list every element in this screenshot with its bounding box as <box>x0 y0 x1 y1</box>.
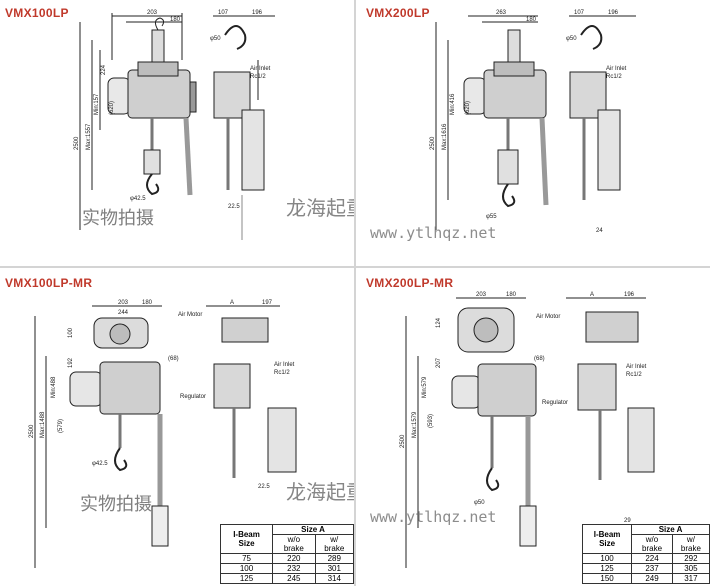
watermark-photo-label: 实物拍摄 <box>82 208 154 229</box>
dim-text: 22.5 <box>258 484 270 490</box>
dim-text: 180 <box>170 17 181 23</box>
dim-text: (68) <box>168 356 179 362</box>
watermark-shop-name: 龙海起重工具高端品牌商城 <box>286 196 354 220</box>
horizontal-divider <box>0 266 710 268</box>
dim-text: 107 <box>574 10 585 16</box>
dim-text: 244 <box>118 310 129 316</box>
dim-text: 2500 <box>400 434 406 448</box>
dim-text: 196 <box>252 10 263 16</box>
table-header: w/ brake <box>314 534 354 554</box>
dim-text: 180 <box>142 300 153 306</box>
dim-text: 180 <box>506 292 517 298</box>
dim-text: (620) <box>109 101 115 115</box>
air-inlet-label: Air Inlet <box>250 66 271 72</box>
dim-text: 197 <box>262 300 273 306</box>
table-header: w/ brake <box>671 534 710 554</box>
hoist-drawing: 203 180 244 2500 Max:1488 Min:488 (579) … <box>29 300 297 568</box>
dim-text: 2500 <box>74 136 80 150</box>
air-inlet-spec: Rc1/2 <box>274 370 290 376</box>
air-inlet-label: Air Inlet <box>606 66 627 72</box>
table-header: w/o brake <box>631 534 673 554</box>
air-inlet-spec: Rc1/2 <box>606 74 622 80</box>
dim-text: (579) <box>58 419 64 433</box>
dim-text: 207 <box>436 357 442 368</box>
hoist-drawing: 203 180 107 196 2500 Max:1557 Min:157 22… <box>74 10 275 240</box>
dim-text: 29 <box>624 518 631 524</box>
dim-text: A <box>230 300 234 306</box>
dim-text: φ50 <box>474 500 485 506</box>
dim-text: Min:579 <box>422 376 428 398</box>
regulator-label: Regulator <box>542 400 568 406</box>
table-header: w/o brake <box>272 534 316 554</box>
dim-text: 196 <box>624 292 635 298</box>
dim-text: φ50 <box>210 36 221 42</box>
dim-text: 2500 <box>430 136 436 150</box>
dim-text: (620) <box>465 101 471 115</box>
dim-text: Min:416 <box>450 93 456 115</box>
dim-text: Max:1557 <box>86 123 92 150</box>
panel-title: VMX100LP <box>5 6 69 20</box>
dim-text: φ50 <box>566 36 577 42</box>
dim-text: Max:1488 <box>40 411 46 438</box>
dim-text: 100 <box>68 327 74 338</box>
watermark-url: www.ytlhqz.net <box>370 508 497 526</box>
dim-text: (593) <box>428 414 434 428</box>
panel-vmx200lp-mr: VMX200LP-MR 203 180 2500 Max:1579 Min:57… <box>356 268 710 586</box>
table-header: Size A <box>272 524 354 535</box>
dim-text: (68) <box>534 356 545 362</box>
air-motor-label: Air Motor <box>536 314 560 320</box>
air-inlet-label: Air Inlet <box>274 362 295 368</box>
panel-vmx200lp: VMX200LP 263 180 107 196 2500 Max:1616 M… <box>356 0 710 266</box>
dim-text: φ42.5 <box>130 196 146 202</box>
dim-text: Min:488 <box>51 376 57 398</box>
panel-vmx100lp: VMX100LP 203 180 107 196 2500 Max:1557 M… <box>0 0 354 266</box>
panel-vmx100lp-mr: VMX100LP-MR 203 180 244 2500 Max:1488 Mi… <box>0 268 354 586</box>
air-inlet-spec: Rc1/2 <box>626 372 642 378</box>
dim-text: 180 <box>526 17 537 23</box>
hoist-drawing: 263 180 107 196 2500 Max:1616 Min:416 (6… <box>430 10 636 234</box>
dim-text: 22.5 <box>228 204 240 210</box>
dim-text: 203 <box>147 10 158 16</box>
watermark-url: www.ytlhqz.net <box>370 224 497 242</box>
dim-text: 2500 <box>29 424 35 438</box>
dim-text: 203 <box>118 300 129 306</box>
dim-text: 224 <box>101 64 107 75</box>
dim-text: 263 <box>496 10 507 16</box>
table-header: I-Beam Size <box>581 524 633 554</box>
dim-text: φ55 <box>486 214 497 220</box>
dim-text: 107 <box>218 10 229 16</box>
dim-text: 192 <box>68 357 74 368</box>
dim-text: φ42.5 <box>92 461 108 467</box>
panel-title: VMX200LP-MR <box>366 276 454 290</box>
table-header: Size A <box>631 524 710 535</box>
air-inlet-label: Air Inlet <box>626 364 647 370</box>
panel-title: VMX200LP <box>366 6 430 20</box>
air-motor-label: Air Motor <box>178 312 202 318</box>
hoist-drawing: 203 180 2500 Max:1579 Min:579 (593) 124 … <box>400 292 655 568</box>
dim-text: Max:1616 <box>442 123 448 150</box>
dim-text: 196 <box>608 10 619 16</box>
regulator-label: Regulator <box>180 394 206 400</box>
dim-text: Max:1579 <box>412 411 418 438</box>
vertical-divider <box>354 0 356 586</box>
dim-text: 203 <box>476 292 487 298</box>
watermark-shop-name: 龙海起重工具高端品牌商城 <box>286 480 354 504</box>
panel-title: VMX100LP-MR <box>5 276 93 290</box>
dim-text: 124 <box>436 317 442 328</box>
table-header: I-Beam Size <box>219 524 274 554</box>
watermark-photo-label: 实物拍摄 <box>80 494 152 515</box>
dim-text: 24 <box>596 228 603 234</box>
dim-text: A <box>590 292 594 298</box>
air-inlet-spec: Rc1/2 <box>250 74 266 80</box>
dim-text: Min:157 <box>94 93 100 115</box>
